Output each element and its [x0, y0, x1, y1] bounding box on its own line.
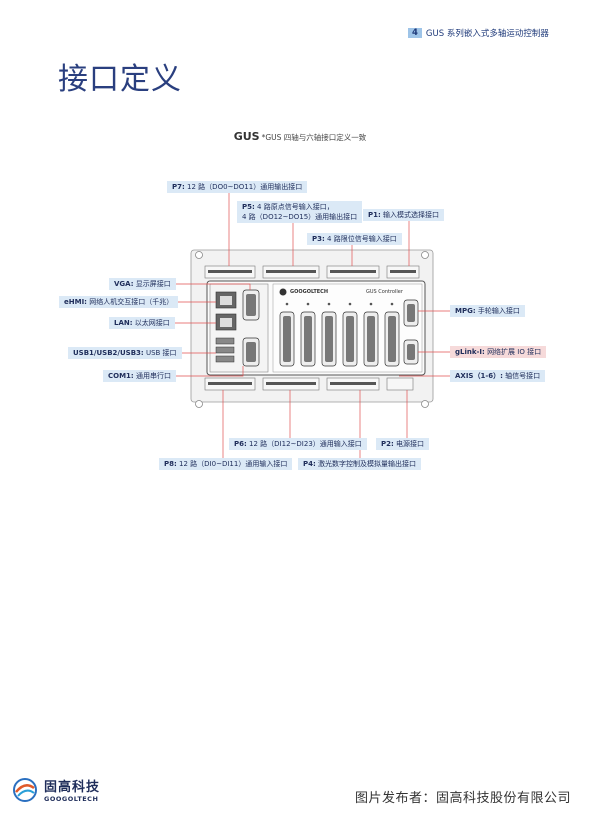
diagram-caption: GUS*GUS 四轴与六轴接口定义一致 — [0, 130, 600, 143]
label-lan: LAN: 以太网接口 — [109, 317, 175, 329]
label-glink: gLink-I: 网络扩展 IO 接口 — [450, 346, 547, 358]
caption-brand: GUS — [233, 130, 260, 143]
label-p8: P8: 12 路（DI0~DI11）通用输入接口 — [159, 458, 293, 470]
logo-cn-text: 固高科技 — [44, 780, 101, 795]
device-brand: GOOGOLTECH — [290, 289, 328, 295]
googoltech-logo-icon — [13, 777, 37, 802]
logo-en-text: GOOGOLTECH — [44, 795, 99, 803]
section-title: GUS 系列嵌入式多轴运动控制器 — [425, 29, 549, 39]
label-p1: P1: 输入模式选择接口 — [363, 209, 445, 221]
label-usb: USB1/USB2/USB3: USB 接口 — [68, 347, 182, 359]
page-title: 接口定义 — [58, 62, 182, 97]
page-header: 4 GUS 系列嵌入式多轴运动控制器 — [408, 27, 549, 39]
label-p4: P4: 激光数字控制及模拟量输出接口 — [298, 458, 422, 470]
label-p5: P5: 4 路原点信号输入接口， 4 路（DO12~DO15）通用输出接口 — [237, 201, 363, 223]
device-model: GUS Controller — [366, 289, 403, 295]
label-axis: AXIS（1-6）: 轴信号接口 — [450, 370, 546, 382]
label-p2: P2: 电源接口 — [376, 438, 430, 450]
label-p7: P7: 12 路（DO0~DO11）通用输出接口 — [167, 181, 308, 193]
caption-text: *GUS 四轴与六轴接口定义一致 — [261, 133, 367, 142]
publisher-credit: 图片发布者：固高科技股份有限公司 — [355, 791, 572, 806]
footer-logo: 固高科技 GOOGOLTECH — [12, 776, 100, 803]
label-mpg: MPG: 手轮输入接口 — [450, 305, 525, 317]
label-vga: VGA: 显示屏接口 — [109, 278, 176, 290]
label-p6: P6: 12 路（DI12~DI23）通用输入接口 — [229, 438, 367, 450]
label-p5-line2: 4 路（DO12~DO15）通用输出接口 — [242, 213, 358, 221]
chapter-number: 4 — [408, 28, 422, 38]
label-ehmi: eHMI: 网络人机交互接口（千兆） — [59, 296, 179, 308]
label-p3: P3: 4 路限位信号输入接口 — [307, 233, 402, 245]
label-com1: COM1: 通用串行口 — [103, 370, 176, 382]
